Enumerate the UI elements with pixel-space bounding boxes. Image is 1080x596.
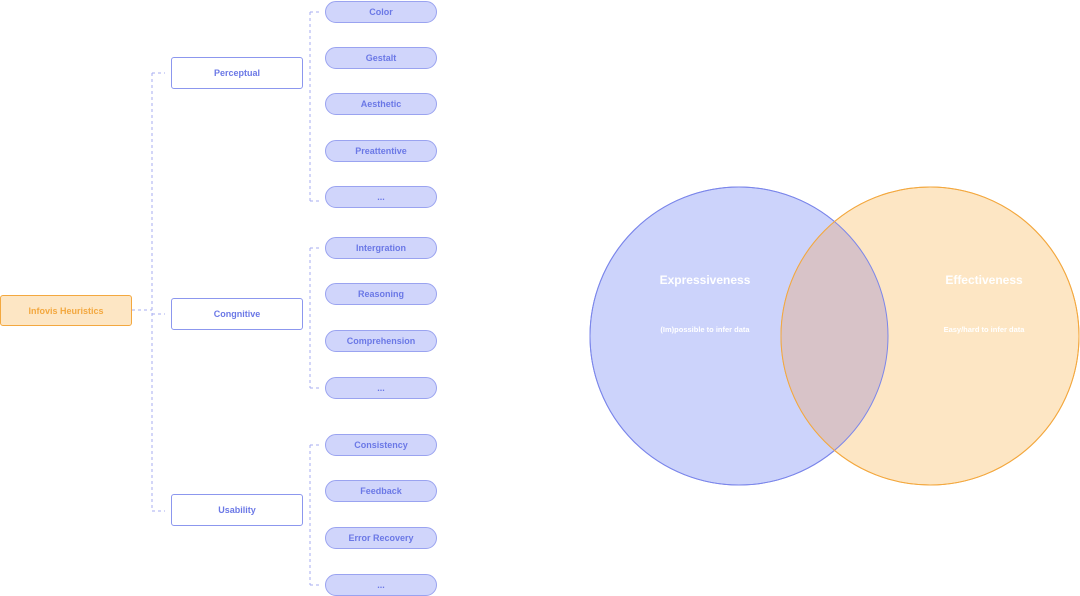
leaf-error-recovery[interactable]: Error Recovery (325, 527, 437, 549)
venn-right-title: Effectiveness (945, 273, 1023, 287)
category-perceptual[interactable]: Perceptual (171, 57, 303, 89)
leaf-consistency[interactable]: Consistency (325, 434, 437, 456)
leaf-more-congnitive[interactable]: ... (325, 377, 437, 399)
venn-left-subtitle: (Im)possible to infer data (660, 325, 750, 334)
venn-left-title: Expressiveness (659, 273, 751, 287)
category-usability[interactable]: Usability (171, 494, 303, 526)
venn-overlap (781, 187, 888, 485)
leaf-more-perceptual[interactable]: ... (325, 186, 437, 208)
leaf-comprehension[interactable]: Comprehension (325, 330, 437, 352)
leaf-intergration[interactable]: Intergration (325, 237, 437, 259)
venn-right-subtitle: Easy/hard to infer data (943, 325, 1025, 334)
category-congnitive[interactable]: Congnitive (171, 298, 303, 330)
leaf-reasoning[interactable]: Reasoning (325, 283, 437, 305)
root-node[interactable]: Infovis Heuristics (0, 295, 132, 326)
leaf-gestalt[interactable]: Gestalt (325, 47, 437, 69)
leaf-aesthetic[interactable]: Aesthetic (325, 93, 437, 115)
leaf-preattentive[interactable]: Preattentive (325, 140, 437, 162)
leaf-color[interactable]: Color (325, 1, 437, 23)
leaf-feedback[interactable]: Feedback (325, 480, 437, 502)
